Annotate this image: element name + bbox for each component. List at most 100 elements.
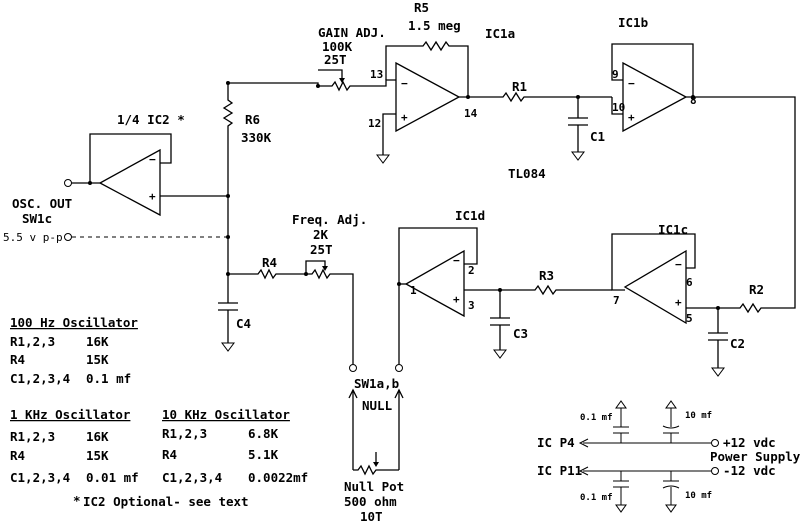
pin-2: 2 <box>468 264 475 277</box>
table-1khz-part: R4 <box>10 448 25 463</box>
opamp-ic1b: − + <box>622 61 688 133</box>
sw1-contacts <box>348 388 404 399</box>
table-1khz-value: 16K <box>86 429 109 444</box>
label-r6: R6 <box>245 112 260 127</box>
ic1b-feedback <box>611 43 694 98</box>
cap-10-top <box>662 408 680 443</box>
opamp-ic2: − + <box>98 148 161 217</box>
table-100hz-value: 16K <box>86 334 109 349</box>
label-cap-bot-left: 0.1 mf <box>580 493 613 503</box>
table-100hz-value: 15K <box>86 352 109 367</box>
resistor-r4-freq-pot <box>228 268 354 364</box>
table-1khz-value: 0.01 mf <box>86 470 139 485</box>
resistor-r6 <box>222 83 234 274</box>
pin-5: 5 <box>686 312 693 325</box>
label-power-supply: Power Supply <box>710 449 800 464</box>
ground-icon <box>376 154 390 164</box>
table-10khz-title: 10 KHz Oscillator <box>162 407 290 422</box>
ic1c-feedback <box>611 233 696 291</box>
cap-10-bottom <box>662 471 680 505</box>
ic1b-input <box>611 97 623 115</box>
label-v-pos: +12 vdc <box>723 435 776 450</box>
pin-3: 3 <box>468 299 475 312</box>
label-r5: R5 <box>414 0 429 15</box>
table-10khz-value: 5.1K <box>248 447 279 462</box>
label-c2: C2 <box>730 336 745 351</box>
pin-10: 10 <box>612 101 625 114</box>
label-null-pot: Null Pot <box>344 479 404 494</box>
label-v-neg: -12 vdc <box>723 463 776 478</box>
svg-text:+: + <box>401 111 408 124</box>
label-ic1a: IC1a <box>485 26 515 41</box>
capacitor-c3 <box>490 290 510 350</box>
ground-icon <box>615 504 627 513</box>
p4-arrow-icon <box>578 438 589 448</box>
table-100hz-title: 100 Hz Oscillator <box>10 315 138 330</box>
label-p4: IC P4 <box>537 435 575 450</box>
cap-01-bottom <box>613 471 629 505</box>
table-10khz-value: 0.0022mf <box>248 470 308 485</box>
table-1khz-part: R1,2,3 <box>10 429 55 444</box>
opamp-ic1d: − + <box>404 249 465 318</box>
table-1khz-part: C1,2,3,4 <box>10 470 70 485</box>
pin-1: 1 <box>410 284 417 297</box>
ic1a-ground-lead <box>382 113 396 155</box>
freq-pot-wiper <box>305 260 326 274</box>
label-r3: R3 <box>539 268 554 283</box>
osc-out-terminal <box>64 179 72 187</box>
capacitor-c1 <box>568 97 588 152</box>
ic2-feedback <box>89 133 172 183</box>
pin-7: 7 <box>613 294 620 307</box>
ic1b-output-wire <box>693 96 796 309</box>
resistor-r2 <box>686 302 772 314</box>
ground-icon <box>493 349 507 359</box>
svg-text:+: + <box>149 190 156 203</box>
label-chip: TL084 <box>508 166 546 181</box>
svg-text:−: − <box>628 77 635 90</box>
svg-text:−: − <box>453 254 460 267</box>
label-level: 5.5 v p-p <box>3 231 63 244</box>
label-null-turns: 10T <box>360 509 383 524</box>
gain-adj-pot <box>228 79 396 92</box>
table-1khz-title: 1 KHz Oscillator <box>10 407 131 422</box>
table-1khz-value: 15K <box>86 448 109 463</box>
label-ic1c: IC1c <box>658 222 688 237</box>
label-r4: R4 <box>262 255 277 270</box>
p11-arrow-icon <box>578 466 589 476</box>
table-10khz-part: R1,2,3 <box>162 426 207 441</box>
ic1d-feedback <box>398 227 478 364</box>
pin-6: 6 <box>686 276 693 289</box>
opamp-ic1a: − + <box>395 61 461 133</box>
pin-12: 12 <box>368 117 381 130</box>
cap-01-top <box>613 408 629 443</box>
label-gain-adj: GAIN ADJ. <box>318 25 386 40</box>
label-cap-bot-right: 10 mf <box>685 491 712 501</box>
ground-icon <box>221 342 235 352</box>
label-ic1d: IC1d <box>455 208 485 223</box>
svg-text:−: − <box>149 153 156 166</box>
label-r2: R2 <box>749 282 764 297</box>
label-freq-value: 2K <box>313 227 329 242</box>
svg-text:+: + <box>453 293 460 306</box>
label-sw1ab: SW1a,b <box>354 376 399 391</box>
pin-14: 14 <box>464 107 478 120</box>
label-cap-top-left: 0.1 mf <box>580 413 613 423</box>
table-100hz-part: C1,2,3,4 <box>10 371 70 386</box>
label-gain-turns: 25T <box>324 52 347 67</box>
svg-text:−: − <box>675 258 682 271</box>
svg-text:+: + <box>675 296 682 309</box>
table-100hz-part: R1,2,3 <box>10 334 55 349</box>
label-osc-out: OSC. OUT <box>12 196 72 211</box>
label-c4: C4 <box>236 316 251 331</box>
sw1b-terminal <box>395 364 403 372</box>
gain-pot-wiper <box>318 69 343 81</box>
label-ic2: 1/4 IC2 * <box>117 112 185 127</box>
svg-text:+: + <box>628 111 635 124</box>
resistor-r1 <box>459 91 612 103</box>
ground-icon <box>615 400 627 409</box>
v-neg-terminal <box>711 467 719 475</box>
pin-9: 9 <box>612 68 619 81</box>
table-10khz-part: C1,2,3,4 <box>162 470 222 485</box>
pin-13: 13 <box>370 68 383 81</box>
